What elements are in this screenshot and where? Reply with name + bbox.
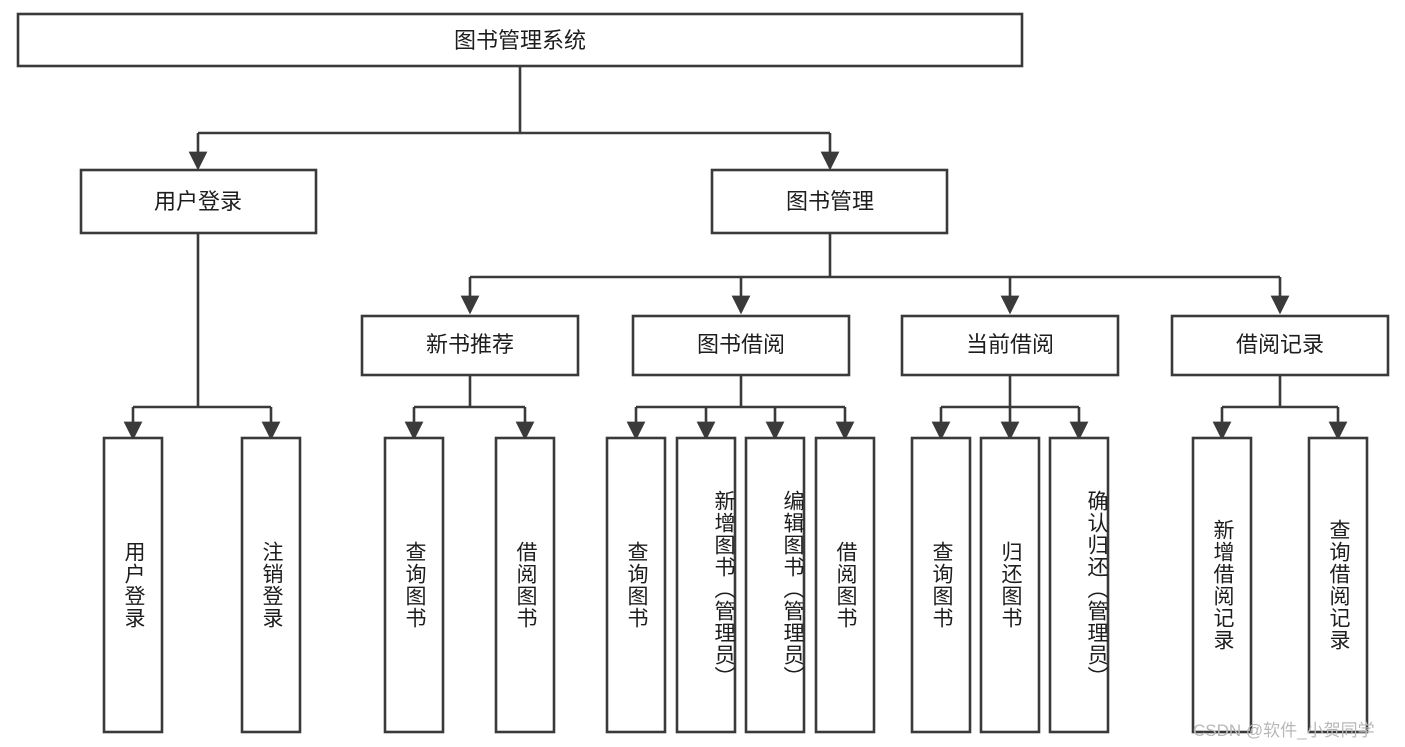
leaf-box-user-login-signin[interactable] (102, 436, 164, 734)
connector-newbook-to-leaves (404, 375, 535, 441)
csdn-watermark: CSDN @软件_小贺同学 (1193, 721, 1375, 740)
leaf-box-borrow-edit-admin[interactable] (744, 436, 806, 734)
node-new-book-recommend[interactable] (360, 314, 580, 377)
node-user-login[interactable] (79, 168, 318, 235)
node-current-borrow[interactable] (900, 314, 1120, 377)
connector-bookmgmt-to-level3 (460, 233, 1290, 315)
leaf-box-borrow-add-admin[interactable] (675, 436, 737, 734)
leaf-box-borrow-lend[interactable] (814, 436, 876, 734)
connector-borrowrecord-to-leaves (1212, 375, 1348, 441)
node-root-system-label: 图书管理系统 (454, 28, 586, 53)
node-new-book-recommend-label: 新书推荐 (426, 332, 514, 357)
node-book-borrow-label: 图书借阅 (697, 332, 785, 357)
leaf-box-newbook-query[interactable] (383, 436, 445, 734)
node-user-login-label: 用户登录 (154, 189, 242, 214)
leaf-box-record-query[interactable] (1307, 436, 1369, 734)
node-borrow-record-label: 借阅记录 (1236, 332, 1324, 357)
leaf-box-user-login-signout[interactable] (240, 436, 302, 734)
leaf-box-current-confirm-admin[interactable] (1048, 436, 1110, 734)
leaf-box-record-add[interactable] (1191, 436, 1253, 734)
connector-bookborrow-to-leaves (626, 375, 855, 441)
node-book-management[interactable] (710, 168, 949, 235)
leaf-box-current-return[interactable] (979, 436, 1041, 734)
leaf-box-current-query[interactable] (910, 436, 972, 734)
leaf-box-borrow-query[interactable] (605, 436, 667, 734)
connector-userlogin-to-leaves (123, 233, 281, 441)
node-root-system[interactable] (16, 12, 1024, 68)
node-book-management-label: 图书管理 (786, 189, 874, 214)
node-current-borrow-label: 当前借阅 (966, 332, 1054, 357)
connector-currentborrow-to-leaves (931, 375, 1089, 441)
node-borrow-record[interactable] (1170, 314, 1390, 377)
leaf-box-newbook-borrow[interactable] (494, 436, 556, 734)
node-book-borrow[interactable] (631, 314, 851, 377)
connector-root-to-level2 (188, 66, 840, 171)
